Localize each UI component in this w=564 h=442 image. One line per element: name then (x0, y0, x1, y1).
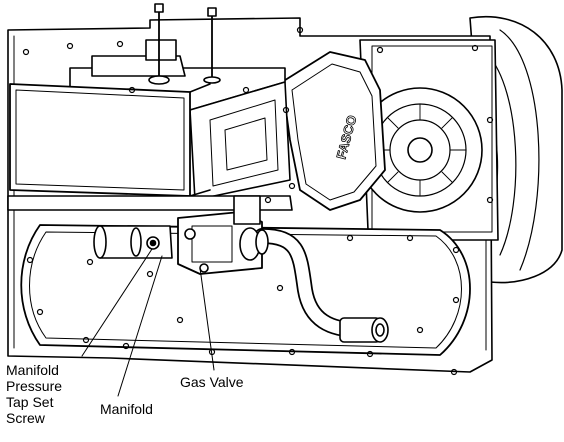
callout-line: Manifold (6, 362, 59, 378)
gas-valve (177, 195, 263, 275)
flue-collector-panel (9, 83, 211, 197)
leader-pressure-tap (81, 248, 153, 357)
blower-motor-plate: FASCO (281, 51, 386, 211)
callout-line: Tap Set (6, 394, 54, 410)
callout-line: Pressure (6, 378, 63, 394)
gas-supply-pipe (239, 227, 389, 343)
callout-gas-valve: Gas Valve (180, 374, 244, 390)
burner-box-panel (7, 195, 293, 211)
leader-gas-valve (199, 267, 215, 371)
callout-line: Screw (6, 410, 45, 426)
manifold-pipe (93, 225, 173, 259)
leader-manifold (117, 255, 163, 397)
leader-lines (81, 248, 215, 397)
fastener-holes (22, 26, 494, 376)
callout-manifold: Manifold (100, 401, 153, 417)
callout-manifold-pressure-tap-set-screw: Manifold Pressure Tap Set Screw (6, 362, 62, 426)
top-cover-with-terminals (91, 3, 221, 85)
